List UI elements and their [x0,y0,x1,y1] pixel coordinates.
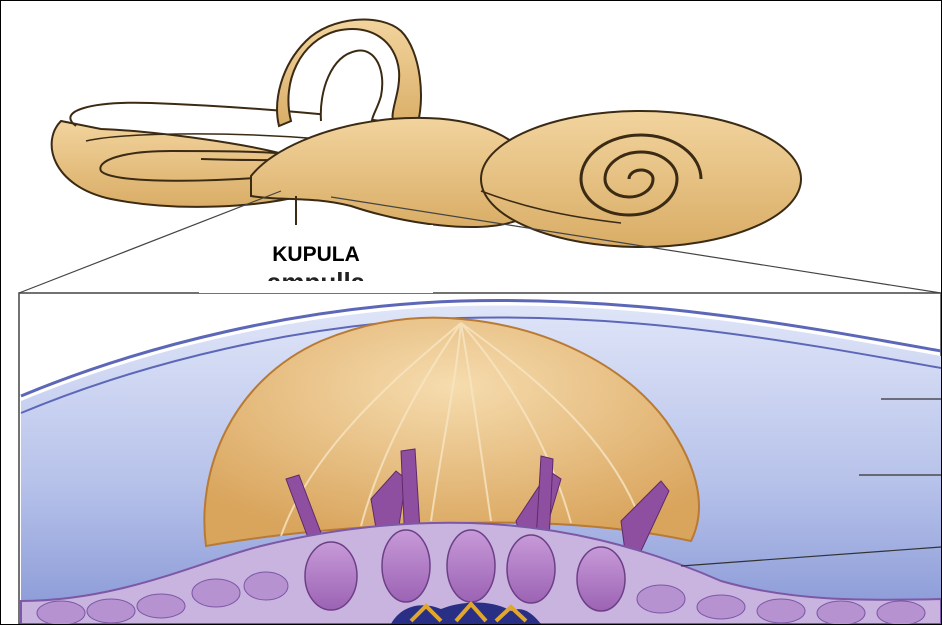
ampulla-label-partial: ampulla [199,269,433,281]
label-box: KUPULA ampulla [199,225,433,293]
crista-ampullaris-detail [19,293,941,624]
bony-labyrinth [52,20,801,247]
cochlea [481,111,801,247]
cupula-label: KUPULA [199,243,433,267]
